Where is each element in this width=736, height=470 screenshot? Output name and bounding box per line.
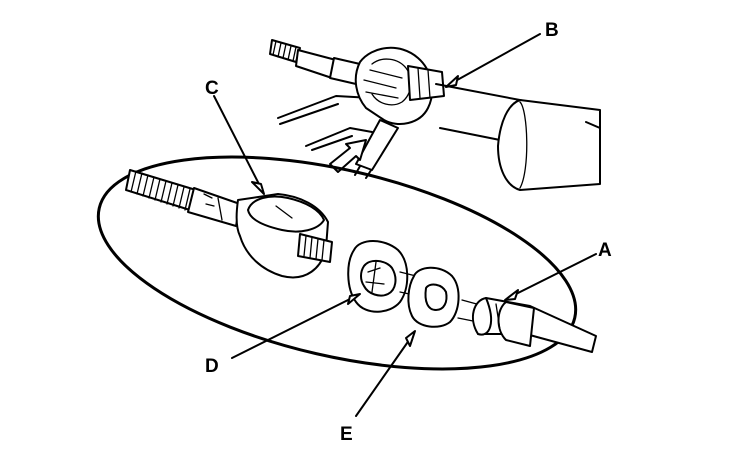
leader-d-arrowhead [347,293,361,305]
callout-a: A [598,240,612,261]
background-tool-wrench [354,46,445,171]
callout-e: E [340,424,353,445]
leader-c-arrowhead [251,181,265,195]
background-threaded-rod [269,39,361,85]
leader-e-arrowhead [405,330,416,347]
leader-a [507,253,597,299]
installed-assembly-illustration [269,39,601,191]
background-rack-housing [435,83,601,191]
part-d-lock-washer [347,240,433,313]
part-a-rack-end [471,297,597,353]
leader-b-arrowhead [445,75,459,88]
subframe-lines [277,95,385,179]
leader-a-arrowhead [504,289,519,301]
leader-b [449,33,541,85]
leader-lines [213,33,597,417]
exploded-view-enclosure [96,155,578,371]
leader-c [213,95,263,191]
callout-c: C [205,78,219,99]
callout-b: B [545,20,559,41]
leader-e [355,335,413,417]
part-c-tie-rod [125,169,333,279]
leader-d [231,295,357,359]
callout-d: D [205,356,219,377]
